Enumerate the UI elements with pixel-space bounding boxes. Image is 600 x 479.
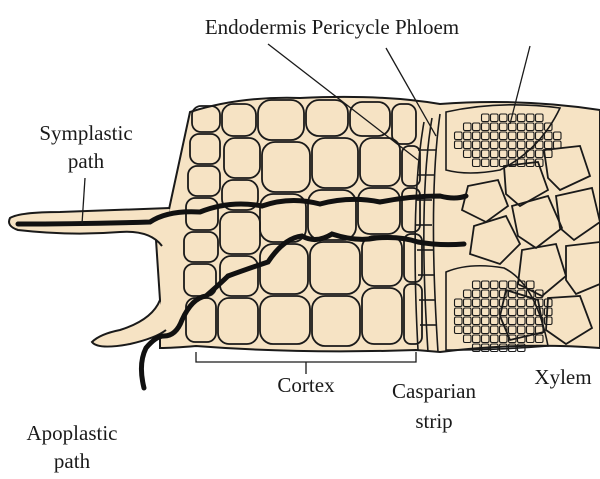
label-cortex: Cortex: [277, 373, 335, 397]
label-apoplastic-path: path: [54, 449, 91, 473]
label-casparian-strip: strip: [415, 409, 452, 433]
root-hair-upper: [9, 208, 170, 246]
label-xylem: Xylem: [534, 365, 591, 389]
cortex-bracket: [196, 352, 416, 362]
label-apoplastic: Apoplastic: [27, 421, 118, 445]
label-top-row: Endodermis Pericycle Phloem: [205, 15, 459, 39]
label-casparian: Casparian: [392, 379, 476, 403]
label-symplastic: Symplastic: [39, 121, 132, 145]
label-symplastic-path: path: [68, 149, 105, 173]
